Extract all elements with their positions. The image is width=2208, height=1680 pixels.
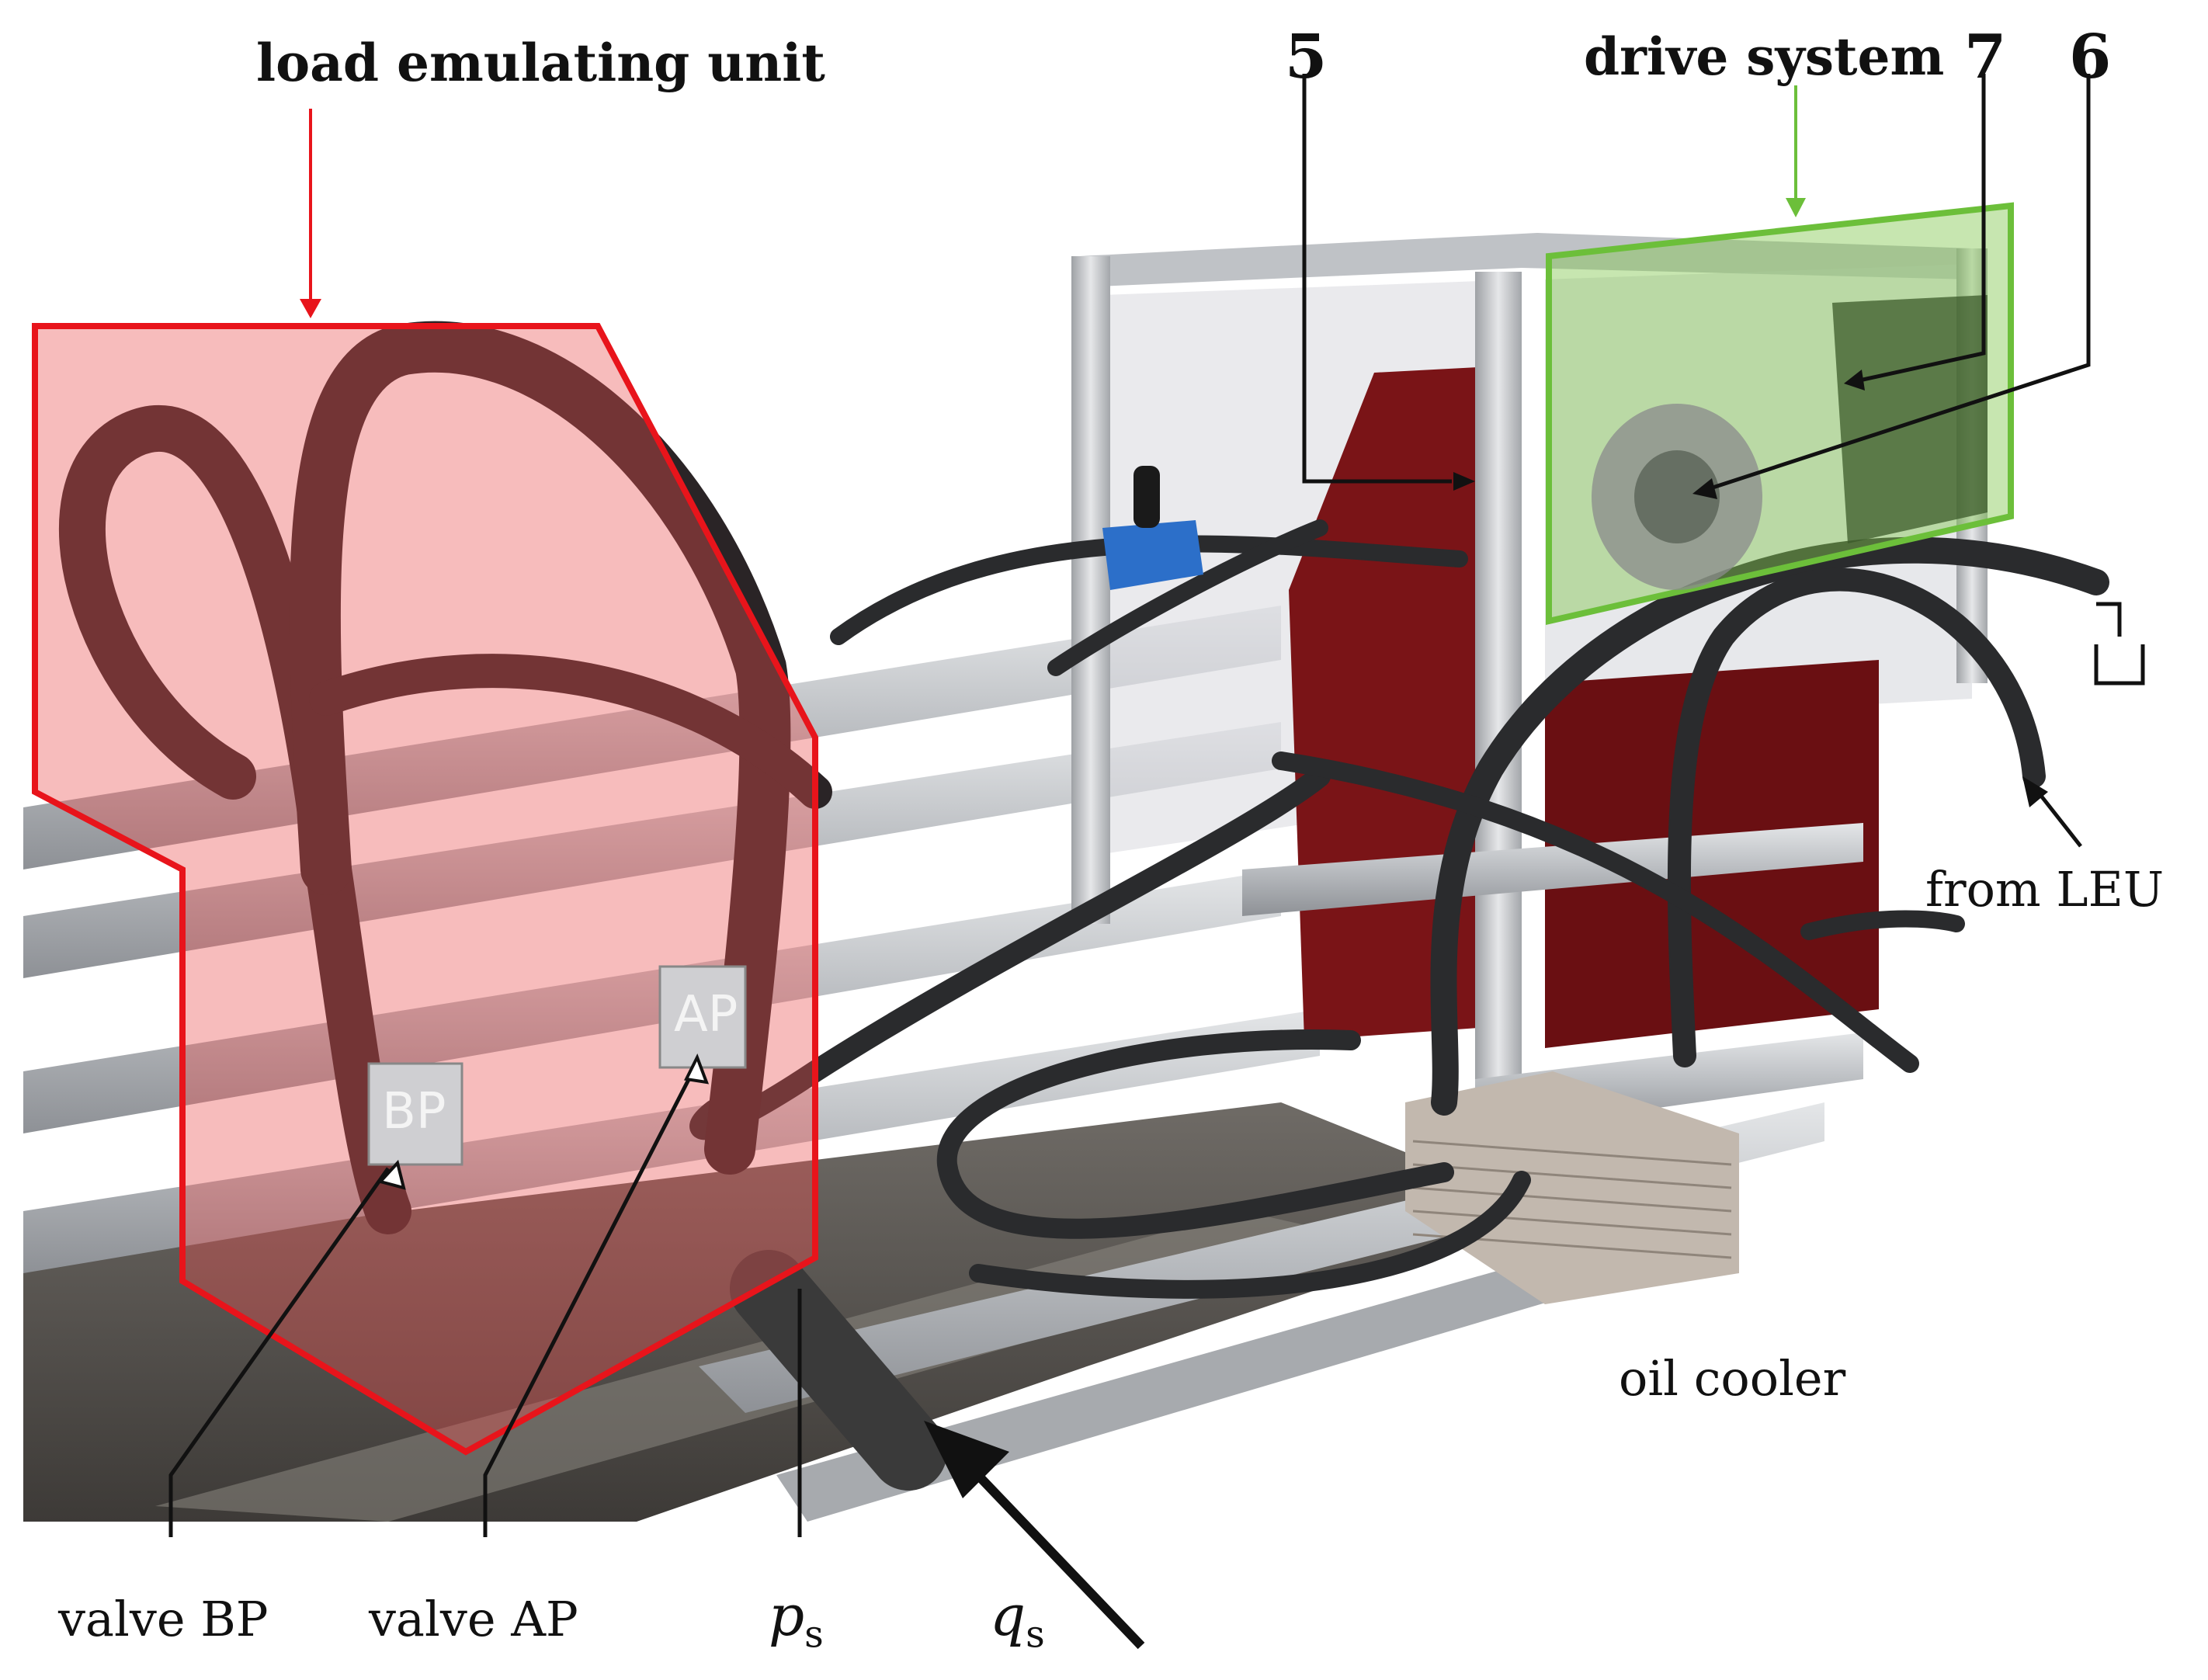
arrowhead-valve-bp [377, 1159, 406, 1190]
hydraulic-hoses [689, 519, 2109, 1299]
qs-label: qs [990, 1588, 1045, 1653]
qs-subscript: s [1026, 1612, 1045, 1657]
arrowhead-6 [1692, 478, 1717, 499]
qs-arrow [967, 1463, 1145, 1650]
leader-from-leu [2036, 790, 2082, 848]
blue-valve-block [1102, 466, 1203, 590]
leader-6 [1707, 74, 2091, 491]
arrowhead-from-leu [2022, 776, 2048, 807]
arrowhead-7 [1844, 370, 1865, 390]
valve-ap-block [658, 965, 747, 1069]
leu-region [32, 323, 818, 1456]
from-leu-label: from LEU [1925, 861, 2165, 918]
supply-hose [730, 1250, 947, 1491]
leader-5 [1302, 74, 1452, 484]
drive-internals [1592, 295, 1988, 590]
valve-ap-label: valve AP [369, 1591, 578, 1647]
drive-system-label: drive system [1584, 26, 1945, 87]
component-6-label: 6 [2069, 22, 2112, 92]
leader-valve-ap [483, 1066, 697, 1537]
leader-valve-bp [168, 1167, 391, 1537]
valve-bp-label: valve BP [58, 1591, 269, 1647]
valve-bp-stencil: BP [382, 1083, 446, 1140]
qs-arrowhead [924, 1421, 1009, 1498]
ps-label: ps [769, 1588, 824, 1653]
drive-arrowhead [1786, 198, 1806, 217]
component-5-label: 5 [1285, 22, 1328, 92]
valve-bp-block [367, 1062, 463, 1166]
oil-cooler-block [1405, 1071, 1739, 1304]
ps-symbol: p [769, 1583, 805, 1648]
ps-subscript: s [804, 1612, 824, 1657]
tank-symbol [2094, 602, 2145, 686]
arrowhead-5 [1453, 472, 1475, 491]
leader-7 [1859, 74, 1986, 383]
arrowhead-valve-ap [683, 1053, 710, 1085]
qs-symbol: q [990, 1583, 1026, 1648]
braided-hose-loops [58, 321, 832, 1234]
oil-cooler-label: oil cooler [1619, 1350, 1846, 1407]
component-7-label: 7 [1964, 22, 2007, 92]
load-emulating-unit-label: load emulating unit [256, 33, 825, 93]
leu-arrowhead [300, 299, 321, 318]
valve-ap-stencil: AP [674, 986, 738, 1043]
